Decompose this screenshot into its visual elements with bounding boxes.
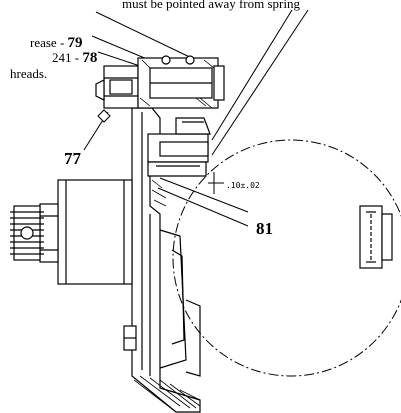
note-line-1: rease - 79: [30, 35, 83, 51]
caption-top: must be pointed away from spring: [122, 0, 300, 11]
fitting-hatching: [139, 59, 215, 109]
upper-boss: [147, 117, 211, 177]
section-hatching: [133, 179, 201, 413]
screw-detail: [97, 109, 111, 123]
note-line-1-text: rease -: [30, 35, 68, 50]
motor-body: [39, 179, 133, 285]
circle-outline: [172, 139, 401, 377]
callout-77: 77: [64, 149, 82, 168]
spring-coil: [10, 205, 44, 261]
leader-lines: [83, 9, 309, 227]
callout-81: 81: [256, 219, 273, 238]
note-line-2-text: 241 -: [52, 50, 82, 65]
grease-fitting-assembly: [95, 55, 225, 109]
note-line-2: 241 - 78: [52, 50, 97, 66]
right-flange: [359, 205, 393, 269]
callout-79: 79: [68, 35, 83, 51]
dimension-label: .10±.02: [226, 181, 260, 190]
note-line-3: hreads.: [10, 66, 47, 81]
callout-78: 78: [82, 50, 97, 66]
